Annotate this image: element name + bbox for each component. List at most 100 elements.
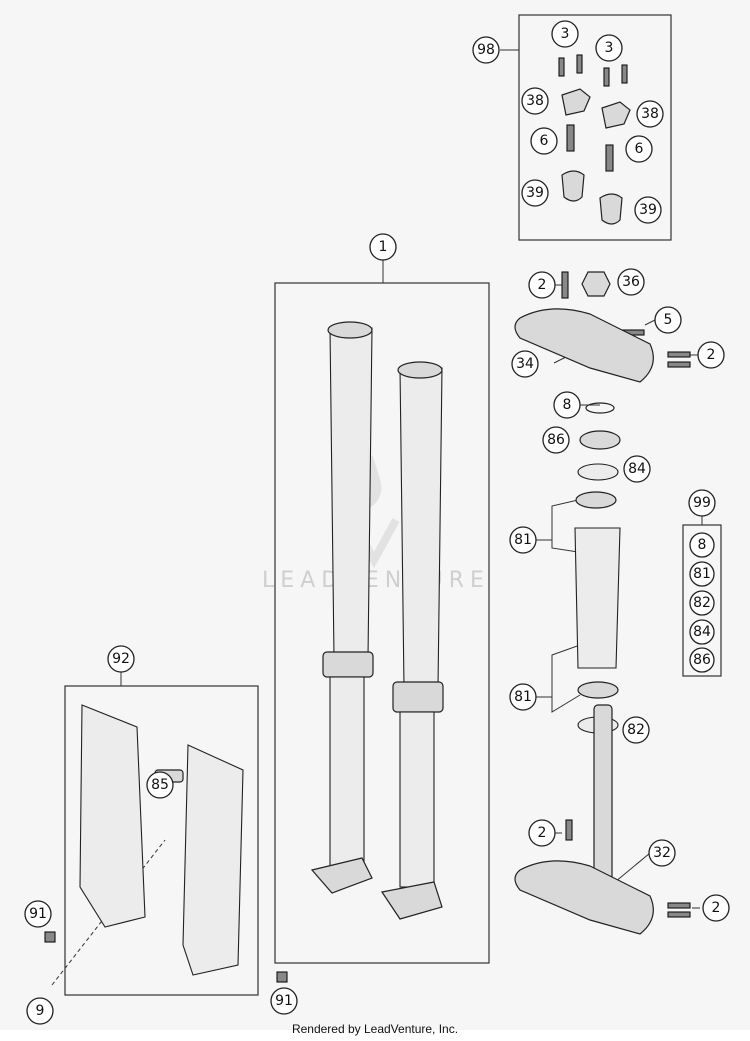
svg-text:32: 32 <box>653 845 671 861</box>
handlebar-clamp-icon <box>561 88 591 116</box>
callout-38[interactable]: 38 <box>636 100 664 128</box>
svg-text:2: 2 <box>712 900 721 916</box>
svg-text:34: 34 <box>516 356 534 372</box>
svg-text:81: 81 <box>514 532 532 548</box>
callout-98[interactable]: 98 <box>472 36 500 64</box>
bolt-icon <box>576 54 583 74</box>
callout-3[interactable]: 3 <box>551 20 579 48</box>
fork-guard-frame <box>64 685 259 996</box>
svg-text:2: 2 <box>538 825 547 841</box>
svg-text:81: 81 <box>693 566 711 582</box>
bolt-icon <box>621 64 628 84</box>
callout-2[interactable]: 2 <box>528 271 556 299</box>
bolt-icon <box>603 67 610 87</box>
svg-text:3: 3 <box>561 26 570 42</box>
svg-text:99: 99 <box>693 495 711 511</box>
callout-5[interactable]: 5 <box>654 306 682 334</box>
bolt-icon <box>667 351 691 358</box>
svg-text:39: 39 <box>526 185 544 201</box>
upper-triple-clamp-icon <box>514 308 654 383</box>
watermark-logo: LEADVENTURE <box>262 455 484 593</box>
callout-91[interactable]: 91 <box>24 900 52 928</box>
callout-86[interactable]: 86 <box>542 426 570 454</box>
svg-text:82: 82 <box>627 722 645 738</box>
svg-text:36: 36 <box>622 274 640 290</box>
bolt-icon <box>667 361 691 368</box>
callout-2[interactable]: 2 <box>702 894 730 922</box>
callout-2[interactable]: 2 <box>528 819 556 847</box>
kit-99-item-84[interactable]: 84 <box>689 619 715 645</box>
callout-3[interactable]: 3 <box>595 34 623 62</box>
svg-text:81: 81 <box>514 689 532 705</box>
bearing-icon <box>577 681 619 699</box>
callout-91[interactable]: 91 <box>270 987 298 1015</box>
callout-82[interactable]: 82 <box>622 716 650 744</box>
bolt-icon <box>561 271 569 299</box>
svg-text:6: 6 <box>540 133 549 149</box>
callout-84[interactable]: 84 <box>623 455 651 483</box>
screw-icon <box>566 124 575 152</box>
kit-99-item-8[interactable]: 8 <box>689 532 715 558</box>
svg-text:39: 39 <box>639 202 657 218</box>
callout-81[interactable]: 81 <box>509 526 537 554</box>
svg-text:5: 5 <box>664 312 673 328</box>
svg-text:8: 8 <box>563 397 572 413</box>
bolt-icon <box>565 819 573 841</box>
handlebar-riser-icon <box>561 170 585 202</box>
svg-text:3: 3 <box>605 40 614 56</box>
handlebar-riser-icon <box>599 193 623 225</box>
steering-head-tube-icon <box>574 527 621 669</box>
callout-9[interactable]: 9 <box>26 997 54 1025</box>
svg-text:82: 82 <box>693 595 711 611</box>
fork-assembly-frame <box>274 282 490 964</box>
svg-text:92: 92 <box>112 651 130 667</box>
svg-text:6: 6 <box>635 141 644 157</box>
callout-2[interactable]: 2 <box>697 341 725 369</box>
callout-38[interactable]: 38 <box>521 87 549 115</box>
steering-stem-icon <box>593 704 613 886</box>
svg-text:91: 91 <box>275 993 293 1009</box>
callout-8[interactable]: 8 <box>553 391 581 419</box>
svg-text:1: 1 <box>379 239 388 255</box>
callout-32[interactable]: 32 <box>648 839 676 867</box>
callout-85[interactable]: 85 <box>146 771 174 799</box>
kit-99-item-82[interactable]: 82 <box>689 590 715 616</box>
svg-text:2: 2 <box>707 347 716 363</box>
seal-ring-icon <box>577 463 619 481</box>
callout-6[interactable]: 6 <box>625 135 653 163</box>
lower-triple-clamp-icon <box>514 860 654 935</box>
fork-guards <box>44 704 288 983</box>
handlebar-clamp-icon <box>601 101 631 129</box>
kit-99-item-81[interactable]: 81 <box>689 561 715 587</box>
callout-34[interactable]: 34 <box>511 350 539 378</box>
svg-text:8: 8 <box>698 537 707 553</box>
callout-81[interactable]: 81 <box>509 683 537 711</box>
triple-clamp-parts <box>514 271 691 935</box>
callout-39[interactable]: 39 <box>634 196 662 224</box>
svg-text:9: 9 <box>36 1003 45 1019</box>
screw-icon <box>44 931 56 943</box>
screw-icon <box>276 971 288 983</box>
svg-text:38: 38 <box>641 106 659 122</box>
fork-guard-icon <box>79 704 146 928</box>
svg-text:38: 38 <box>526 93 544 109</box>
screw-icon <box>605 144 614 172</box>
o-ring-icon <box>585 402 615 414</box>
callout-39[interactable]: 39 <box>521 179 549 207</box>
svg-text:84: 84 <box>693 624 711 640</box>
callout-36[interactable]: 36 <box>617 268 645 296</box>
callout-99[interactable]: 99 <box>688 489 716 517</box>
render-credit: Rendered by LeadVenture, Inc. <box>291 1022 459 1036</box>
callout-6[interactable]: 6 <box>530 127 558 155</box>
kit-98-frame <box>518 14 672 241</box>
svg-text:86: 86 <box>693 652 711 668</box>
svg-text:98: 98 <box>477 42 495 58</box>
bolt-icon <box>667 902 691 909</box>
dust-seal-icon <box>579 430 621 450</box>
kit-99-item-86[interactable]: 86 <box>689 647 715 673</box>
callout-1[interactable]: 1 <box>369 233 397 261</box>
bolt-icon <box>558 57 565 77</box>
callout-92[interactable]: 92 <box>107 645 135 673</box>
